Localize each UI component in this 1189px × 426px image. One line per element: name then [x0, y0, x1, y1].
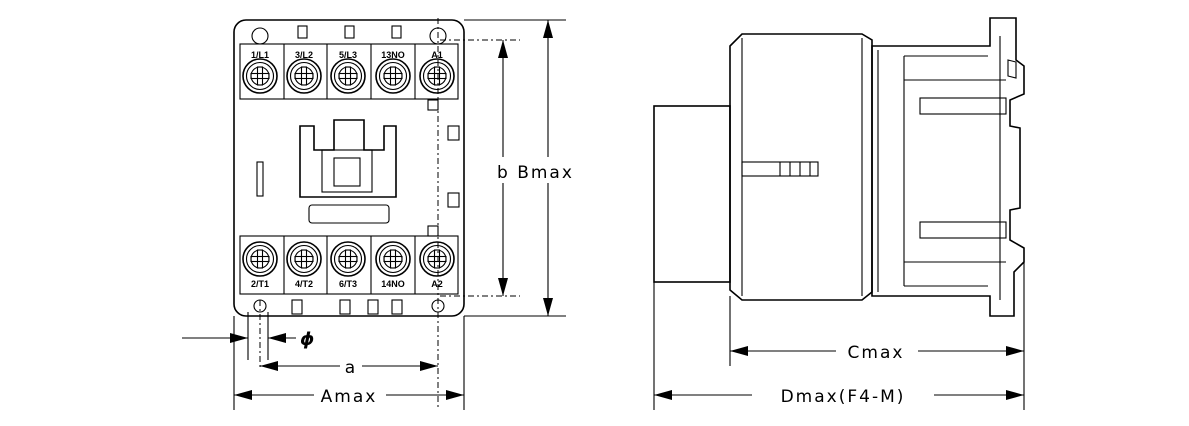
side-view — [653, 17, 1025, 317]
dim-label-cmax: Cmax — [848, 343, 905, 363]
dim-label-a: a — [345, 358, 357, 378]
screw-icon — [242, 58, 278, 94]
screw-icon — [330, 58, 366, 94]
dim-label-phi: ϕ — [300, 329, 314, 350]
side-dimensions: Cmax Dmax(F4-M) — [653, 262, 1025, 410]
terminal-label-14no: 14NO — [381, 279, 405, 289]
dim-label-dmax: Dmax(F4-M) — [781, 387, 906, 407]
terminal-label-3l2: 3/L2 — [295, 50, 313, 60]
terminal-label-2t1: 2/T1 — [251, 279, 269, 289]
bottom-terminal-block — [239, 235, 459, 295]
mounting-hole-top-left — [251, 27, 269, 45]
screw-icon — [330, 241, 366, 277]
side-front-protrusion — [653, 105, 731, 283]
screw-icon — [286, 241, 322, 277]
screw-icon — [242, 241, 278, 277]
dim-label-amax: Amax — [321, 387, 378, 407]
side-main-body — [729, 33, 873, 301]
screw-icon — [286, 58, 322, 94]
front-housing-outline — [233, 19, 465, 317]
terminal-label-1l1: 1/L1 — [251, 50, 269, 60]
terminal-label-6t3: 6/T3 — [339, 279, 357, 289]
side-rear-base — [871, 17, 1025, 317]
terminal-label-a1: A1 — [431, 50, 443, 60]
terminal-label-4t2: 4/T2 — [295, 279, 313, 289]
indicator-slot — [256, 161, 264, 197]
front-view: 1/L1 3/L2 5/L3 13NO A1 2/T1 4/T2 — [233, 18, 520, 410]
screw-icon — [419, 241, 455, 277]
front-dimensions: b Bmax a Amax ϕ — [182, 19, 574, 410]
dim-label-b-bmax: b Bmax — [497, 163, 574, 183]
terminal-label-5l3: 5/L3 — [339, 50, 357, 60]
nameplate-slot — [308, 204, 390, 224]
screw-icon — [375, 58, 411, 94]
terminal-label-a2: A2 — [431, 279, 443, 289]
screw-icon — [419, 58, 455, 94]
terminal-label-13no: 13NO — [381, 50, 405, 60]
screw-icon — [375, 241, 411, 277]
top-terminal-block — [239, 43, 459, 100]
